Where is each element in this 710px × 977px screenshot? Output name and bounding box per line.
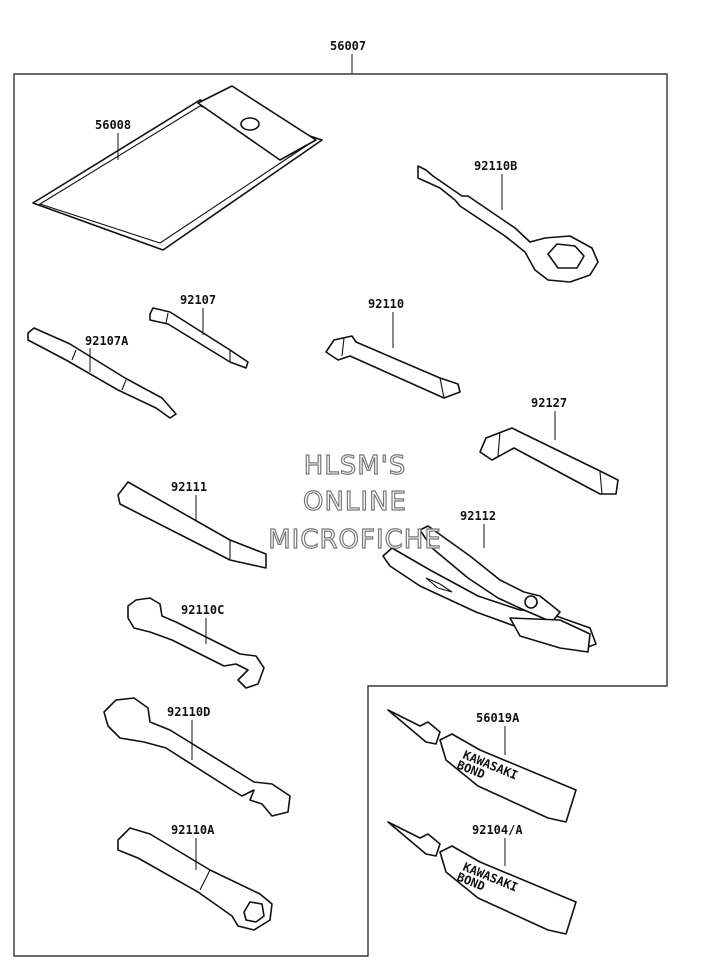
watermark-line3: MICROFICHE: [268, 525, 442, 555]
hex-key-large[interactable]: 92127: [479, 396, 619, 495]
watermark-line1: HLSM'S: [304, 451, 407, 481]
ring-wrench[interactable]: 92110B: [417, 159, 599, 283]
label-56019A: 56019A: [476, 711, 520, 725]
pliers[interactable]: 92112: [382, 509, 597, 653]
bond-tube-56019A[interactable]: KAWASAKI BOND 56019A: [387, 709, 577, 823]
assembly-label: 56007: [330, 39, 366, 53]
screwdriver-bit[interactable]: 92107: [149, 293, 249, 369]
watermark: HLSM'S ONLINE MICROFICHE: [268, 450, 442, 555]
label-92127: 92127: [531, 396, 567, 410]
label-92110: 92110: [368, 297, 404, 311]
watermark-line2: ONLINE: [303, 487, 407, 517]
box-wrench[interactable]: 92110A: [117, 823, 273, 931]
open-wrench-small[interactable]: 92110C: [127, 597, 265, 689]
double-screwdriver[interactable]: 92107A: [27, 327, 177, 419]
label-92112: 92112: [460, 509, 496, 523]
label-92104A: 92104/A: [472, 823, 523, 837]
label-92107: 92107: [180, 293, 216, 307]
label-92111: 92111: [171, 480, 207, 494]
label-92110D: 92110D: [167, 705, 210, 719]
label-92110C: 92110C: [181, 603, 224, 617]
label-92107A: 92107A: [85, 334, 129, 348]
assembly-frame: [13, 73, 668, 957]
tool-pouch[interactable]: 56008: [32, 85, 323, 251]
label-92110B: 92110B: [474, 159, 517, 173]
label-56008: 56008: [95, 118, 131, 132]
label-92110A: 92110A: [171, 823, 215, 837]
extension-bar[interactable]: 92111: [117, 480, 267, 569]
bond-tube-92104A[interactable]: KAWASAKI BOND 92104/A: [387, 821, 577, 935]
hex-key-small[interactable]: 92110: [325, 297, 461, 399]
open-wrench-large[interactable]: 92110D: [103, 697, 291, 817]
